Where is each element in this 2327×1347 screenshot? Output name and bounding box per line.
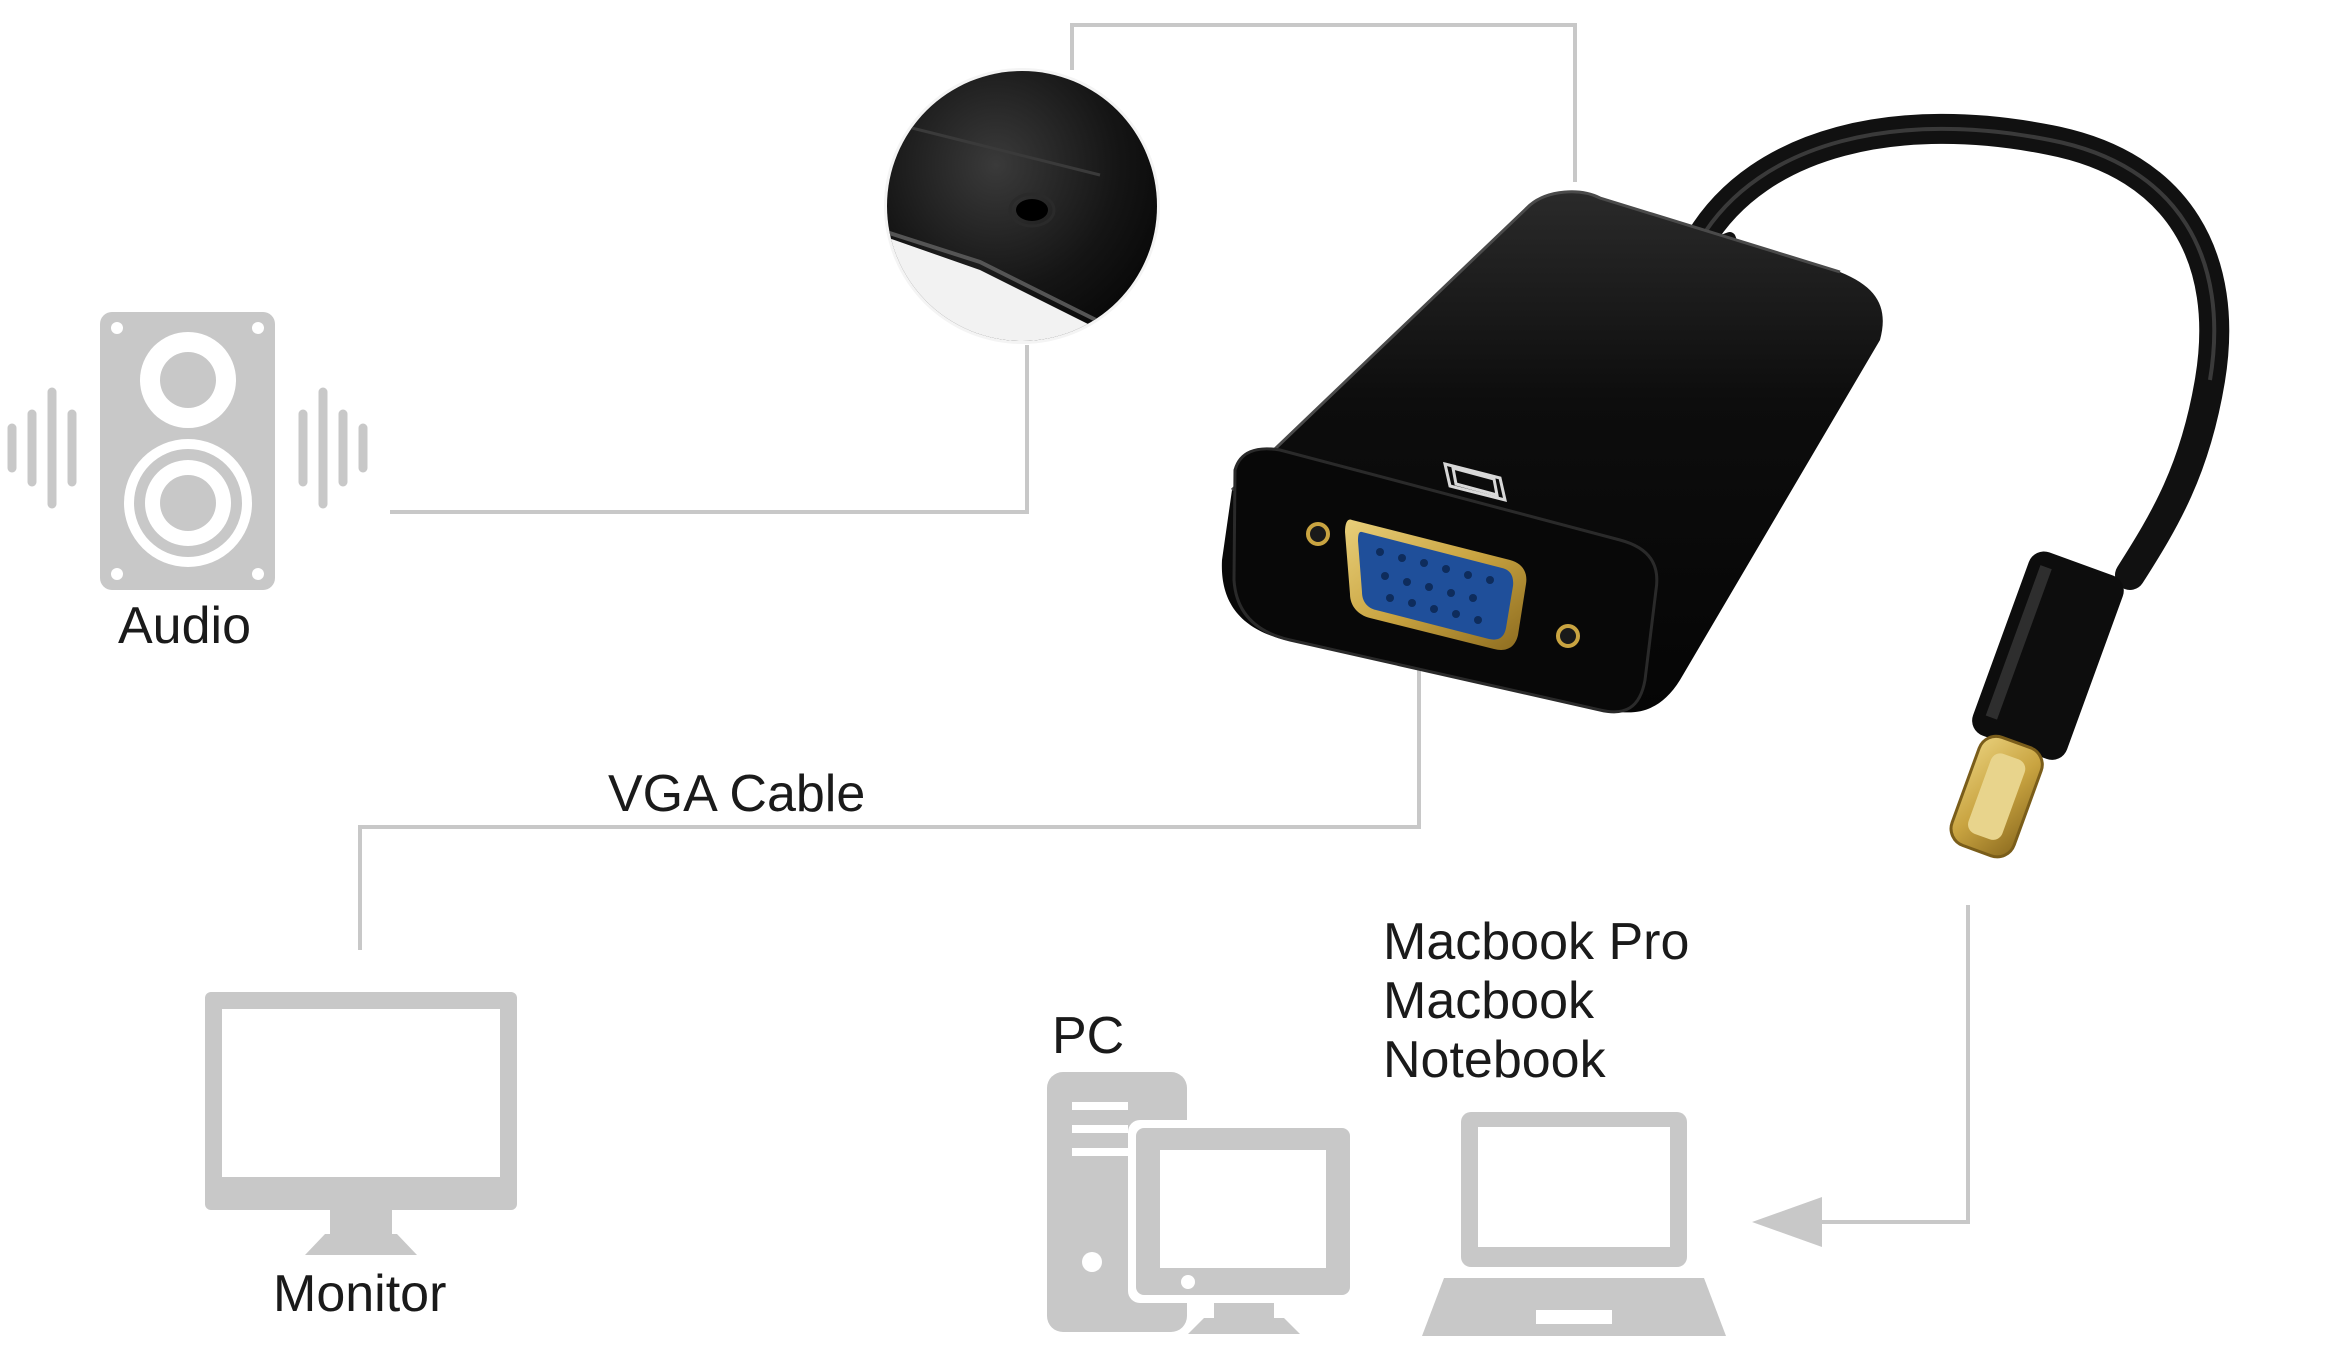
desktop-pc-icon (1047, 1072, 1358, 1334)
vga-cable-line (358, 663, 1421, 950)
pc-label: PC (1052, 1007, 1125, 1065)
audio-jack-closeup (884, 68, 1160, 344)
usb-c-connector-line (1822, 905, 1970, 1224)
usb-c-to-vga-adapter (1221, 113, 2230, 859)
laptop-label-2: Macbook (1383, 972, 1594, 1030)
laptop-label-1: Macbook Pro (1383, 913, 1690, 971)
arrow-left-icon (1752, 1197, 1822, 1247)
usb-c-plug (1949, 551, 2124, 859)
connector-lines (358, 23, 1970, 1224)
monitor-label: Monitor (273, 1265, 447, 1323)
monitor-icon (205, 992, 517, 1255)
audio-to-speaker-line (390, 345, 1029, 514)
vga-pins (1376, 548, 1494, 624)
vga-cable-label: VGA Cable (608, 765, 866, 823)
speaker-icon (7, 312, 368, 590)
audio-label: Audio (118, 597, 251, 655)
audio-connector-line (1070, 23, 1577, 182)
display-port-glyph-icon (1442, 461, 1508, 503)
laptop-label-3: Notebook (1383, 1031, 1606, 1089)
laptop-icon (1422, 1112, 1726, 1336)
